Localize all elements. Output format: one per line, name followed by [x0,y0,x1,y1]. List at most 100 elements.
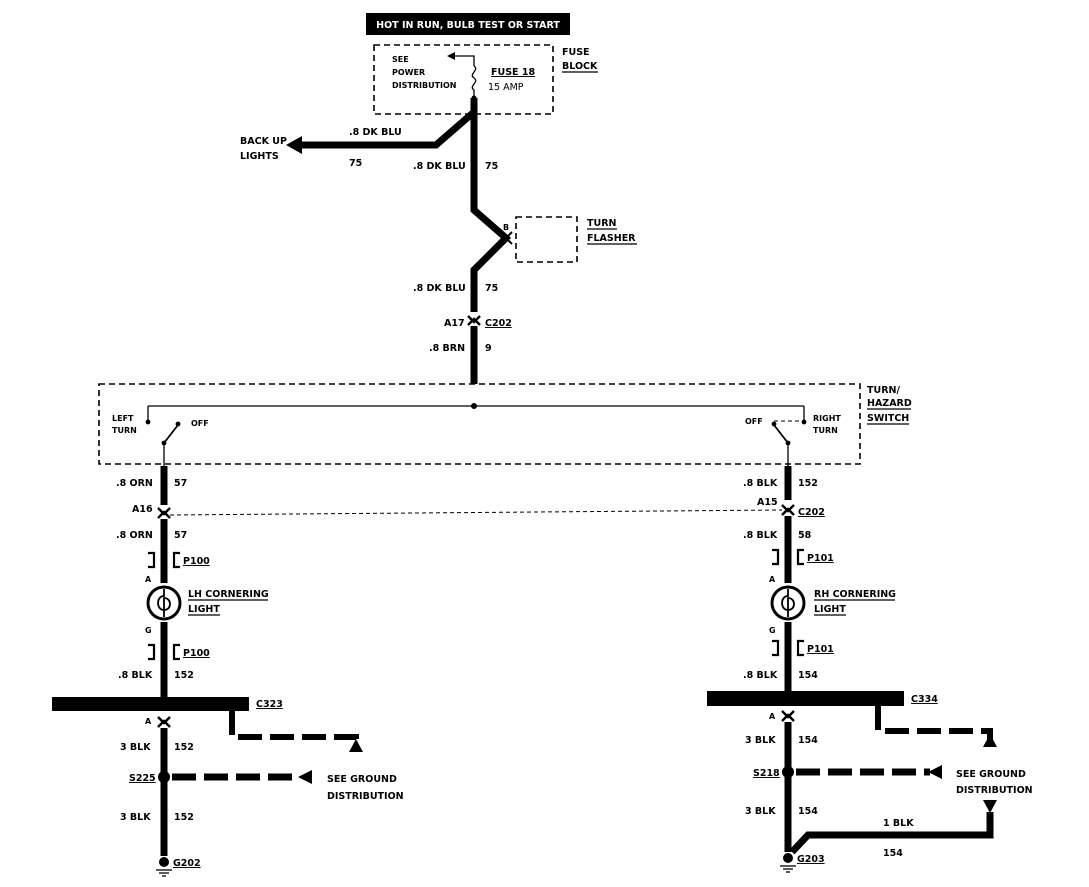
lh-lamp-label-1: LH CORNERING [188,589,269,600]
switch-left-contact-turn [145,419,151,425]
left-conn-pin: A [145,717,152,726]
header-banner-text: HOT IN RUN, BULB TEST OR START [376,20,560,31]
backup-wire [300,109,477,149]
rh-lamp-label-2: LIGHT [814,604,846,615]
left-ground-label-1: SEE GROUND [327,774,397,785]
switch-box [98,383,861,465]
right-c334-label: C334 [911,694,938,705]
switch-bus-node [471,403,477,409]
flasher-label-1: TURN [587,218,617,229]
fuse-arrow-line [454,55,475,66]
right-jumper-circuit: 154 [883,848,903,859]
left-pin-a: A [145,575,152,584]
right-conn-pin: A [769,712,776,721]
c202-top-connector [467,315,481,326]
left-s225-splice [158,771,170,783]
left-ground-arrow-left [298,770,312,784]
right-p101-top-bracket [772,548,804,566]
backup-wire-color: .8 DK BLU [349,127,402,138]
lh-lamp-filament [157,589,171,617]
right-c202-name: C202 [798,507,825,518]
switch-left-off: OFF [191,419,209,428]
fuse-arrow-head [447,52,455,60]
backup-wire-circuit: 75 [349,158,362,169]
left-w1-color: .8 ORN [116,478,153,489]
c202-link-dashed [169,509,783,516]
right-jumper-color: 1 BLK [883,818,914,829]
right-w5-circuit: 154 [798,806,818,817]
backup-label-2: LIGHTS [240,151,279,162]
right-ground-dash-upper [875,706,993,744]
left-w3-circuit: 152 [174,670,194,681]
left-g202-label: G202 [173,858,201,869]
left-pin-g: G [145,626,152,635]
main-wire1-circuit: 75 [485,161,498,172]
switch-right-contact-turn [801,419,807,425]
right-w2-color: .8 BLK [743,530,778,541]
left-c323-connector [157,716,171,728]
main-wire1-color: .8 DK BLU [413,161,466,172]
left-w3-color: .8 BLK [118,670,153,681]
left-ground-arrow-up [349,739,363,752]
main-wire2-color: .8 DK BLU [413,283,466,294]
switch-right-label-1: RIGHT [813,414,841,423]
right-c334-connector [781,710,795,722]
right-w3-circuit: 154 [798,670,818,681]
main-wire2-circuit: 75 [485,283,498,294]
flasher-terminal: B [503,223,509,232]
switch-label-3: SWITCH [867,413,909,424]
left-w2-circuit: 57 [174,530,187,541]
header-banner-box [366,13,570,35]
switch-left-blade [163,424,179,444]
switch-right-label-2: TURN [813,426,838,435]
right-p101-bottom-bracket [772,639,804,657]
left-branch: .8 ORN 57 A16 .8 ORN 57 P100 A LH CORNER… [52,443,404,877]
flasher-label-2: FLASHER [587,233,636,244]
left-ground-label-2: DISTRIBUTION [327,791,404,802]
left-w1-circuit: 57 [174,478,187,489]
right-c202-connector [781,504,795,516]
right-c202-pin: A15 [757,497,778,508]
left-p100-bottom-bracket [148,643,180,661]
fuse-block-box [373,44,554,115]
see-power-1: SEE [392,55,409,64]
switch-label-2: HAZARD [867,398,912,409]
right-ground-arrow-up [983,734,997,747]
switch-left-label-2: TURN [112,426,137,435]
right-pin-g: G [769,626,776,635]
right-w5-color: 3 BLK [745,806,776,817]
right-g203-label: G203 [797,854,825,865]
rh-lamp-label-1: RH CORNERING [814,589,896,600]
fuse-rating: 15 AMP [488,82,524,93]
right-s218-splice [782,766,794,778]
left-c202-pin: A16 [132,504,153,515]
right-p101-top: P101 [807,553,834,564]
switch-label-1: TURN/ [867,385,900,396]
see-power-3: DISTRIBUTION [392,81,457,90]
left-p100-top: P100 [183,556,210,567]
right-w3-color: .8 BLK [743,670,778,681]
switch-left-label-1: LEFT [112,414,134,423]
left-s225-label: S225 [129,773,156,784]
main-wire3-color: .8 BRN [429,343,465,354]
right-w4-color: 3 BLK [745,735,776,746]
right-ground-label-1: SEE GROUND [956,769,1026,780]
fuse-name: FUSE 18 [491,67,535,78]
right-w2-circuit: 58 [798,530,812,541]
left-ground-dash-upper [229,711,359,750]
left-w4-circuit: 152 [174,742,194,753]
right-p101-bottom: P101 [807,644,834,655]
flasher-x-2 [499,231,513,245]
right-ground-arrow-down [983,800,997,813]
switch-right-off: OFF [745,417,763,426]
backup-arrow-head [286,136,302,154]
lh-lamp-label-2: LIGHT [188,604,220,615]
main-wire3-circuit: 9 [485,343,492,354]
right-w1-color: .8 BLK [743,478,778,489]
fuse-block-label-2: BLOCK [562,61,598,72]
switch-right-blade [773,424,789,444]
right-jumper-wire [789,812,994,855]
right-branch: .8 BLK 152 A15 C202 .8 BLK 58 P101 A RH … [707,443,1033,873]
right-g203-node [783,853,793,863]
